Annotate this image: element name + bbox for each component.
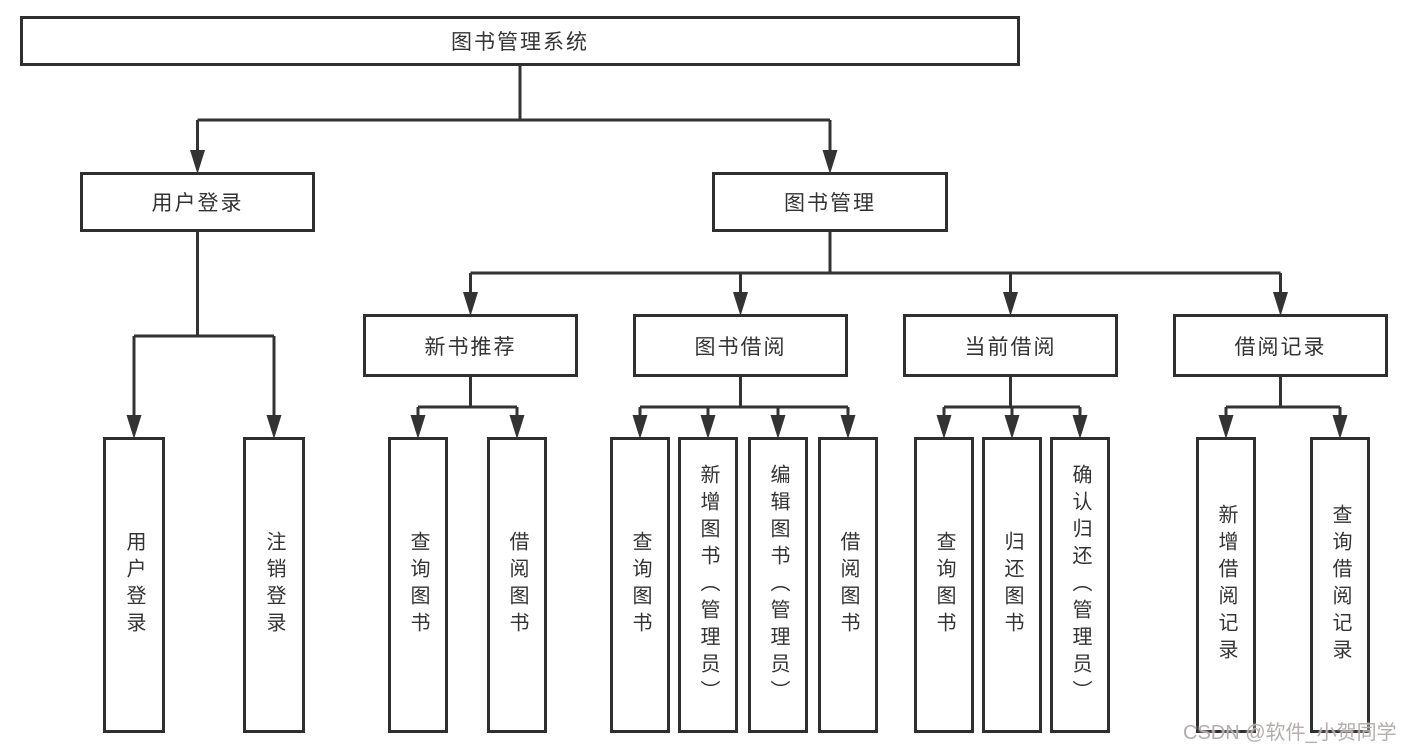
node-cb-confirm-return-label: 确认归还（管理员） [1069,463,1091,707]
node-borrow-records: 借阅记录 [1173,314,1388,377]
arrow-down-icon [1218,415,1234,439]
node-bb-borrow-books: 借阅图书 [818,437,878,733]
node-cb-return-books-label: 归还图书 [1001,531,1023,639]
node-new-book-rec-label: 新书推荐 [424,335,517,359]
node-cb-return-books: 归还图书 [982,437,1042,733]
node-new-book-rec: 新书推荐 [363,314,578,377]
arrow-down-icon [1003,292,1018,316]
node-leaf-user-login-label: 用户登录 [123,531,145,639]
node-book-borrow-label: 图书借阅 [694,335,787,359]
arrow-down-icon [840,415,856,439]
arrow-down-icon [700,415,716,439]
arrow-down-icon [410,415,426,439]
node-root-label: 图书管理系统 [451,31,589,54]
connector-root-to-level2 [190,66,838,174]
arrow-down-icon [1273,292,1288,316]
node-bb-borrow-books-label: 借阅图书 [837,531,859,639]
arrow-down-icon [822,150,838,174]
arrow-down-icon [126,415,142,439]
connector-new-book-rec-to-leaves [410,377,525,439]
arrow-down-icon [1332,415,1348,439]
arrow-down-icon [632,415,648,439]
node-br-add-record-label: 新增借阅记录 [1215,504,1237,666]
node-br-query-record-label: 查询借阅记录 [1329,504,1351,666]
connector-book-borrow-to-leaves [632,377,856,439]
node-borrow-records-label: 借阅记录 [1234,335,1327,359]
arrow-down-icon [190,150,205,174]
node-leaf-user-login: 用户登录 [103,437,165,733]
arrow-down-icon [733,292,748,316]
node-rec-query-books: 查询图书 [388,437,448,733]
node-rec-borrow-books: 借阅图书 [487,437,547,733]
node-bb-edit-books: 编辑图书（管理员） [748,437,808,733]
arrow-down-icon [266,415,282,439]
connector-borrow-records-to-leaves [1218,377,1348,439]
node-user-login-label: 用户登录 [151,192,244,215]
node-br-query-record: 查询借阅记录 [1310,437,1370,733]
arrow-down-icon [770,415,786,439]
node-cb-confirm-return: 确认归还（管理员） [1050,437,1110,733]
arrow-down-icon [1004,415,1020,439]
node-user-login: 用户登录 [80,172,315,232]
node-current-borrow-label: 当前借阅 [964,335,1057,359]
node-rec-borrow-books-label: 借阅图书 [506,531,528,639]
node-cb-query-books-label: 查询图书 [933,531,955,639]
connector-current-borrow-to-leaves [936,377,1088,439]
watermark: CSDN @软件_小贺同学 [1183,722,1397,744]
node-bb-query-books-label: 查询图书 [629,531,651,639]
node-book-mgmt-label: 图书管理 [784,192,876,215]
arrow-down-icon [509,415,525,439]
node-book-borrow: 图书借阅 [633,314,848,377]
node-bb-edit-books-label: 编辑图书（管理员） [767,463,789,707]
node-br-add-record: 新增借阅记录 [1196,437,1256,733]
arrow-down-icon [1072,415,1088,439]
node-bb-add-books-label: 新增图书（管理员） [697,463,719,707]
node-current-borrow: 当前借阅 [903,314,1118,377]
connector-book-mgmt-to-level3 [463,232,1288,316]
connector-user-login-to-leaves [126,232,282,439]
node-book-mgmt: 图书管理 [712,172,948,232]
node-root: 图书管理系统 [20,16,1020,66]
arrow-down-icon [936,415,952,439]
arrow-down-icon [463,292,478,316]
node-rec-query-books-label: 查询图书 [407,531,429,639]
node-bb-add-books: 新增图书（管理员） [678,437,738,733]
node-cb-query-books: 查询图书 [914,437,974,733]
node-leaf-logout-label: 注销登录 [263,531,285,639]
node-bb-query-books: 查询图书 [610,437,670,733]
node-leaf-logout: 注销登录 [243,437,305,733]
